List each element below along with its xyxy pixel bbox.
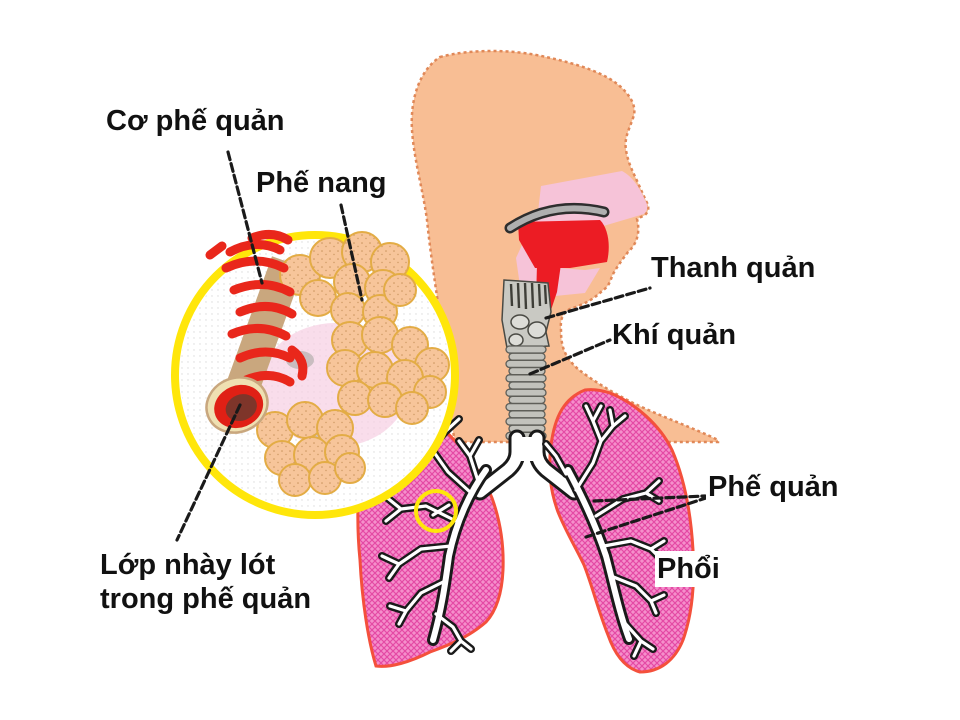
label-alveoli: Phế nang	[256, 167, 387, 199]
leader-larynx	[544, 286, 652, 320]
label-mucus-layer-line2: trong phế quản	[100, 583, 312, 615]
alveoli-cluster	[256, 231, 450, 497]
leader-lines	[175, 150, 708, 542]
leader-mucus-layer	[175, 403, 242, 542]
mouth-throat-red	[518, 220, 609, 268]
label-bronchial-muscle: Cơ phế quản	[106, 105, 285, 137]
label-trachea: Khí quản	[612, 319, 737, 351]
leader-bronchi-lower	[584, 496, 708, 539]
leader-bronchi-upper	[592, 494, 707, 503]
label-lung: Phổi	[655, 551, 726, 587]
larynx	[501, 279, 552, 349]
main-bronchi-tubes	[471, 429, 583, 501]
label-mucus-layer-line1: Lớp nhày lót	[100, 549, 276, 581]
palate-curve	[504, 202, 610, 234]
leader-trachea	[528, 338, 612, 376]
highlight-circle-on-lung	[414, 489, 458, 533]
label-larynx: Thanh quản	[651, 252, 816, 284]
leader-alveoli	[339, 203, 364, 302]
label-mucus-layer: Lớp nhày lót trong phế quản	[100, 548, 311, 616]
label-bronchi: Phế quản	[706, 469, 845, 505]
head-and-torso-silhouette	[410, 49, 720, 444]
magnified-inset-circle	[171, 230, 459, 519]
trachea	[505, 345, 547, 441]
leader-bronchial-muscle	[226, 150, 264, 285]
nasal-cavity	[538, 171, 648, 232]
skin-dotted-outline	[410, 49, 720, 444]
